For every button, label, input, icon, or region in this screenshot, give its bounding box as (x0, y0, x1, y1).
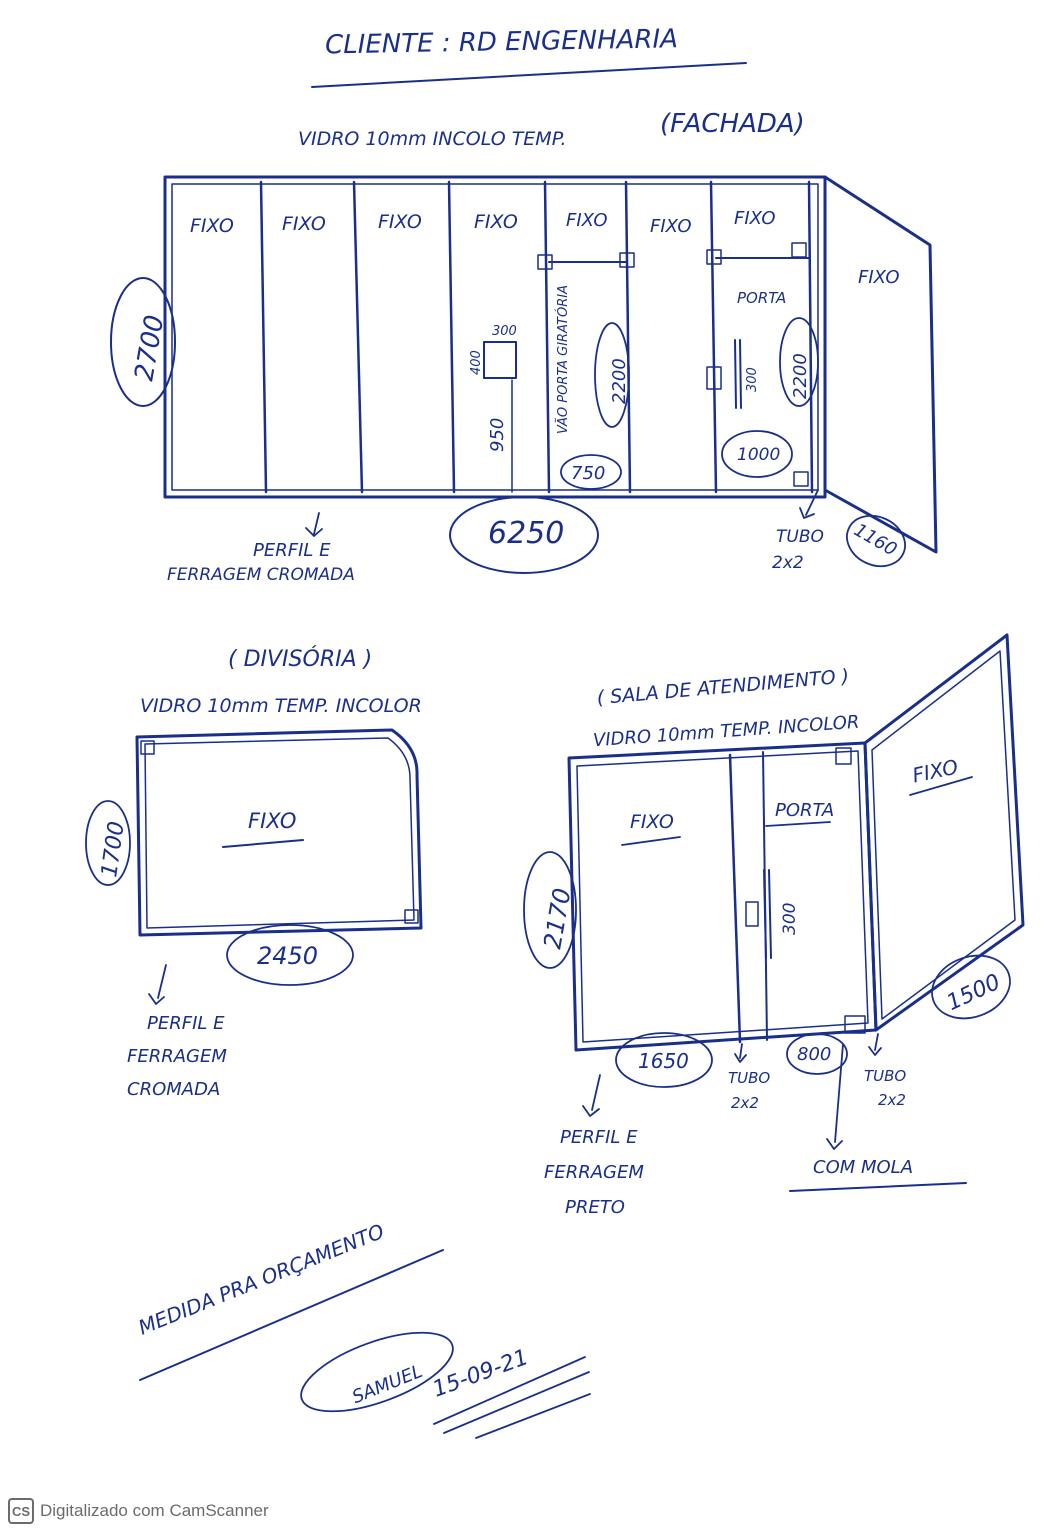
signoff-date-underline-2 (443, 1371, 590, 1434)
sala-side-width-oval (931, 954, 1011, 1020)
sala-elevation (567, 633, 1025, 1052)
fachada-opening-width-oval (560, 454, 622, 490)
fachada-door-height: 2200 (790, 353, 811, 399)
fachada-elevation (163, 175, 938, 554)
fachada-panel-5-label: FIXO (566, 210, 608, 231)
fachada-opening-width: 750 (571, 463, 605, 484)
client-title: CLIENTE : RD ENGENHARIA (325, 24, 678, 60)
header-underline (311, 62, 747, 88)
sala-tube-3: TUBO (864, 1067, 906, 1085)
fachada-total-width-oval (449, 496, 599, 574)
fachada-door-pivot-height: 2200 (609, 358, 630, 404)
camscanner-logo: CS (8, 1498, 34, 1524)
fachada-handle-length: 300 (745, 367, 760, 392)
fachada-total-width: 6250 (488, 516, 564, 551)
fachada-panel-2-label: FIXO (282, 213, 326, 235)
divisoria-note-3: CROMADA (127, 1079, 220, 1100)
sala-note-2: FERRAGEM (544, 1162, 644, 1183)
sala-tube-2: 2x2 (731, 1094, 759, 1112)
sala-title: ( SALA DE ATENDIMENTO ) (596, 665, 850, 709)
fachada-arrow (305, 489, 819, 537)
fachada-door-width-oval (721, 430, 793, 478)
divisoria-width: 2450 (257, 942, 318, 970)
sala-height-oval (523, 851, 577, 969)
fachada-profile-note-2: FERRAGEM CROMADA (167, 565, 355, 585)
signoff-date: 15-09-21 (430, 1345, 532, 1403)
fachada-window-height: 400 (469, 350, 484, 375)
fachada-tube-1: TUBO (776, 527, 824, 547)
divisoria-note-2: FERRAGEM (127, 1046, 227, 1067)
sala-fixo-width: 1650 (638, 1049, 689, 1073)
fachada-door-pivot-height-oval (594, 322, 630, 428)
divisoria-note-1: PERFIL E (147, 1013, 225, 1034)
fachada-opening-label: VÃO PORTA GIRATÓRIA (555, 285, 571, 434)
fachada-window-width: 300 (492, 324, 517, 339)
fachada-glass-spec: VIDRO 10mm INCOLO TEMP. (298, 128, 567, 150)
fachada-panel-7-label: FIXO (734, 208, 776, 229)
sala-handle-length: 300 (780, 903, 800, 935)
sala-spring-note: COM MOLA (813, 1157, 913, 1178)
divisoria-title: ( DIVISÓRIA ) (228, 646, 372, 672)
sala-porta-label: PORTA (775, 800, 834, 821)
fachada-panel-8-label: FIXO (858, 267, 900, 288)
fachada-door-height-oval (779, 317, 819, 407)
divisoria-arrow (148, 964, 167, 1005)
sala-spring-underline (789, 1182, 967, 1192)
fachada-height-oval (110, 277, 176, 407)
divisoria-glass-spec: VIDRO 10mm TEMP. INCOLOR (140, 695, 422, 717)
sala-fixo-left-underline (621, 836, 681, 846)
sala-fixo-left: FIXO (630, 811, 674, 833)
sala-porta-underline (765, 821, 831, 827)
divisoria-width-oval (226, 924, 354, 986)
divisoria-height-oval (85, 800, 131, 886)
signoff-date-underline-3 (475, 1393, 591, 1439)
sala-note-1: PERFIL E (560, 1127, 638, 1148)
sala-tube-1: TUBO (728, 1069, 770, 1087)
fachada-title: (FACHADA) (660, 109, 805, 139)
fachada-side-width: 1160 (850, 519, 900, 560)
sala-door-width-oval (786, 1033, 848, 1075)
fachada-side-width-oval (846, 514, 906, 568)
fachada-profile-note-1: PERFIL E (253, 540, 331, 561)
signoff-note: MEDIDA PRA ORÇAMENTO (135, 1219, 388, 1340)
sala-tube-4: 2x2 (878, 1091, 906, 1109)
divisoria-panel-label: FIXO (248, 809, 296, 833)
fachada-panel-6-label: FIXO (650, 216, 692, 237)
sala-door-width: 800 (797, 1044, 831, 1065)
divisoria-elevation (135, 728, 423, 937)
signoff-name-oval (300, 1331, 454, 1413)
sala-fixo-side-underline (909, 776, 973, 796)
camscanner-text: Digitalizado com CamScanner (40, 1501, 269, 1520)
signoff-date-underline-1 (433, 1356, 586, 1425)
fachada-door-width: 1000 (737, 445, 780, 465)
sala-fixo-width-oval (615, 1032, 713, 1088)
fachada-panel-1-label: FIXO (190, 215, 234, 237)
sala-note-3: PRETO (565, 1197, 625, 1218)
fachada-panel-4-label: FIXO (474, 211, 518, 233)
fachada-porta-label: PORTA (737, 289, 786, 307)
camscanner-watermark: CS Digitalizado com CamScanner (8, 1498, 269, 1524)
fachada-tube-2: 2x2 (772, 553, 804, 573)
fachada-panel-3-label: FIXO (378, 211, 422, 233)
sala-arrows (582, 1033, 882, 1150)
fachada-window-sill: 950 (487, 418, 508, 452)
signoff-note-underline (139, 1249, 444, 1381)
sala-height: 2170 (538, 886, 576, 951)
